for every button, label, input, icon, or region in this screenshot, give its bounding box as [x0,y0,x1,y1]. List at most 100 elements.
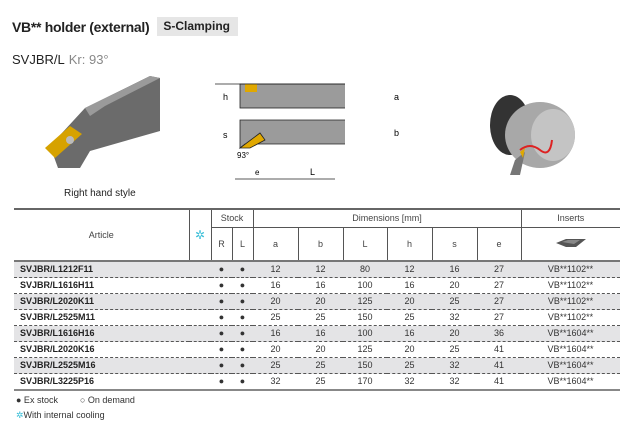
table-section: Article ✲ Stock Dimensions [mm] Inserts … [14,208,620,421]
cell-article: SVJBR/L1616H16 [14,325,189,342]
col-s: s [431,227,477,261]
dimension-drawing: h s 93° e L [215,83,345,180]
col-inserts: Inserts [520,208,620,228]
cell-cooling [189,309,211,326]
cell-stock-l: ● [232,277,253,294]
col-h: h [386,227,432,261]
cell-s: 32 [432,357,477,374]
cell-L: 100 [343,325,387,342]
cell-h: 32 [387,373,432,391]
dim-s: s [223,130,228,140]
cell-s: 20 [432,277,477,294]
dim-h: h [223,92,228,102]
cell-stock-r: ● [211,261,232,278]
cell-s: 20 [432,325,477,342]
col-R: R [210,227,232,261]
cell-e: 27 [477,293,521,310]
cell-stock-l: ● [232,325,253,342]
dim-a: a [394,92,399,102]
snowflake-icon: ✲ [16,410,24,420]
cell-article: SVJBR/L1616H11 [14,277,189,294]
cell-a: 25 [253,357,298,374]
cell-L: 80 [343,261,387,278]
cell-e: 41 [477,357,521,374]
cell-s: 32 [432,373,477,391]
cell-L: 150 [343,309,387,326]
tool-holder-image [45,76,160,168]
cell-b: 20 [298,341,343,358]
cell-stock-l: ● [232,309,253,326]
cell-article: SVJBR/L2525M11 [14,309,189,326]
cell-insert: VB**1102** [521,261,620,278]
cell-L: 170 [343,373,387,391]
title-bar: VB** holder (external) S-Clamping [12,17,238,36]
col-L-stock: L [231,227,253,261]
dim-b: b [394,128,399,138]
clamping-badge: S-Clamping [157,17,238,36]
cell-stock-r: ● [211,341,232,358]
legend-on-demand: ○ On demand [79,395,135,405]
cell-e: 27 [477,261,521,278]
cell-L: 125 [343,341,387,358]
cell-stock-r: ● [211,325,232,342]
cell-s: 16 [432,261,477,278]
cell-insert: VB**1604** [521,357,620,374]
dim-e: e [255,168,260,177]
col-b: b [297,227,343,261]
col-stock: Stock [210,208,253,228]
cell-s: 25 [432,293,477,310]
cell-h: 20 [387,293,432,310]
cell-a: 12 [253,261,298,278]
cell-e: 27 [477,277,521,294]
dim-angle: 93° [237,151,249,160]
legend-ex-stock: ● Ex stock [16,395,58,405]
legend-cooling-label: With internal cooling [23,410,105,420]
cell-stock-r: ● [211,277,232,294]
cell-article: SVJBR/L2525M16 [14,357,189,374]
col-e: e [476,227,521,261]
cell-h: 16 [387,277,432,294]
cell-article: SVJBR/L3225P16 [14,373,189,391]
cell-stock-l: ● [232,293,253,310]
cell-cooling [189,373,211,391]
cell-e: 27 [477,309,521,326]
cell-stock-r: ● [211,357,232,374]
cell-e: 36 [477,325,521,342]
legend-cooling: ✲With internal cooling [16,409,620,421]
dimension-drawing-right: a b [394,92,399,138]
cell-cooling [189,325,211,342]
cell-cooling [189,357,211,374]
cell-h: 20 [387,341,432,358]
cell-article: SVJBR/L2020K11 [14,293,189,310]
dim-L: L [310,167,315,177]
image-caption: Right hand style [64,188,136,199]
cell-b: 25 [298,357,343,374]
col-L: L [342,227,387,261]
cell-b: 16 [298,277,343,294]
cell-h: 16 [387,325,432,342]
cell-a: 25 [253,309,298,326]
cell-stock-l: ● [232,357,253,374]
insert-icon [520,227,620,261]
legend-stock: ● Ex stock ○ On demand [16,394,620,406]
cell-a: 20 [253,293,298,310]
cell-stock-r: ● [211,309,232,326]
cell-a: 16 [253,277,298,294]
cell-b: 20 [298,293,343,310]
cell-insert: VB**1102** [521,309,620,326]
cell-cooling [189,341,211,358]
cell-h: 25 [387,357,432,374]
cell-L: 125 [343,293,387,310]
cell-b: 25 [298,309,343,326]
cell-b: 16 [298,325,343,342]
cell-cooling [189,261,211,278]
cell-insert: VB**1604** [521,341,620,358]
cell-stock-l: ● [232,261,253,278]
cell-b: 25 [298,373,343,391]
cell-a: 32 [253,373,298,391]
